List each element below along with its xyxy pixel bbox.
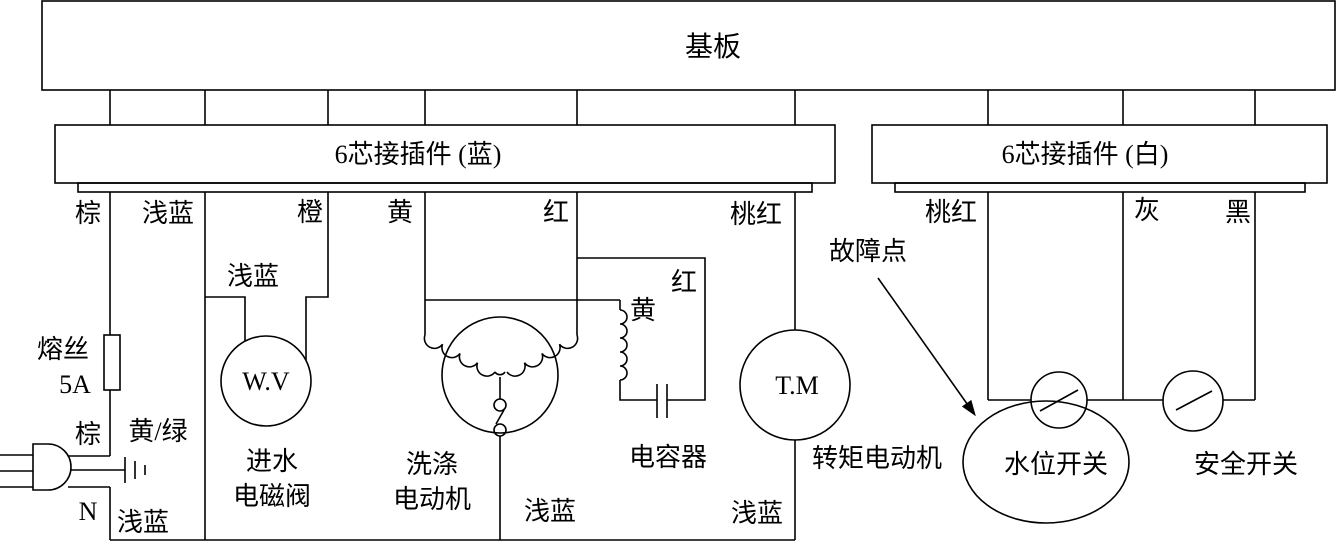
base-board: [41, 0, 1336, 91]
wash-motor-winding-left: [423, 334, 496, 377]
valve-name-line2: 电磁阀: [232, 482, 312, 511]
wash-motor-contact: [493, 398, 507, 412]
fault-ellipse: [962, 400, 1130, 524]
label-light-blue-valve: 浅蓝: [226, 262, 280, 291]
wash-motor-contact: [493, 423, 507, 437]
water-level-switch-label: 水位开关: [1003, 450, 1109, 479]
label-light-blue-torque: 浅蓝: [730, 499, 784, 528]
ground-icon: [124, 457, 146, 483]
white-connector-label: 6芯接插件 (白): [1001, 140, 1169, 169]
white-connector-strip: [894, 182, 1306, 193]
label-light-blue-plug: 浅蓝: [116, 508, 170, 537]
label-red-capacitor: 红: [670, 268, 698, 297]
wire-orange: [305, 192, 329, 360]
wash-motor-winding-center: [494, 371, 506, 376]
label-brown-top: 棕: [74, 199, 102, 228]
wash-motor-name-line2: 电动机: [392, 485, 472, 514]
plug-body: [32, 443, 72, 491]
wire-valve-light-blue: [205, 296, 246, 341]
label-yellow-top: 黄: [386, 198, 414, 227]
wire-capacitor-red: [577, 257, 706, 401]
torque-motor-name: 转矩电动机: [811, 444, 943, 473]
label-black: 黑: [1224, 198, 1252, 227]
label-pink-right: 桃红: [924, 198, 978, 227]
label-brown-plug: 棕: [74, 420, 102, 449]
water-level-switch-blade: [1039, 389, 1079, 412]
coil-icon: [619, 309, 628, 381]
fuse-rating: 5A: [59, 370, 91, 399]
board-connector-pins: [109, 90, 1256, 125]
water-valve-symbol: [220, 335, 312, 427]
capacitor-label: 电容器: [628, 443, 708, 472]
fuse: [103, 334, 121, 391]
safety-switch-symbol: [1162, 370, 1224, 432]
blue-connector-label: 6芯接插件 (蓝): [334, 140, 502, 169]
wash-motor-winding-right: [506, 334, 579, 377]
fuse-label: 熔丝: [36, 335, 90, 364]
label-yellow-green: 黄/绿: [128, 417, 188, 446]
wash-motor-name-line1: 洗涤: [405, 450, 459, 479]
label-neutral: N: [78, 497, 98, 526]
safety-switch-blade: [1175, 390, 1213, 411]
label-yellow-coil: 黄: [629, 296, 657, 325]
label-light-blue-top: 浅蓝: [141, 199, 195, 228]
blue-connector-strip: [77, 182, 813, 193]
fault-arrow-line: [877, 277, 971, 409]
valve-name-line1: 进水: [245, 447, 299, 476]
wash-motor-contact-blade: [495, 409, 505, 425]
arrowhead-icon: [961, 399, 976, 417]
safety-switch-label: 安全开关: [1193, 450, 1299, 479]
label-orange: 橙: [296, 198, 324, 227]
wire-coil-capacitor: [619, 380, 657, 401]
board-title: 基板: [684, 32, 742, 63]
label-pink-left: 桃红: [729, 200, 783, 229]
label-light-blue-washer: 浅蓝: [523, 497, 577, 526]
label-red-top: 红: [542, 198, 570, 227]
label-gray: 灰: [1133, 196, 1161, 225]
valve-symbol-label: W.V: [242, 367, 290, 396]
torque-motor-symbol-label: T.M: [775, 371, 819, 400]
wash-motor-symbol: [441, 316, 559, 434]
fault-point-label: 故障点: [828, 237, 908, 266]
